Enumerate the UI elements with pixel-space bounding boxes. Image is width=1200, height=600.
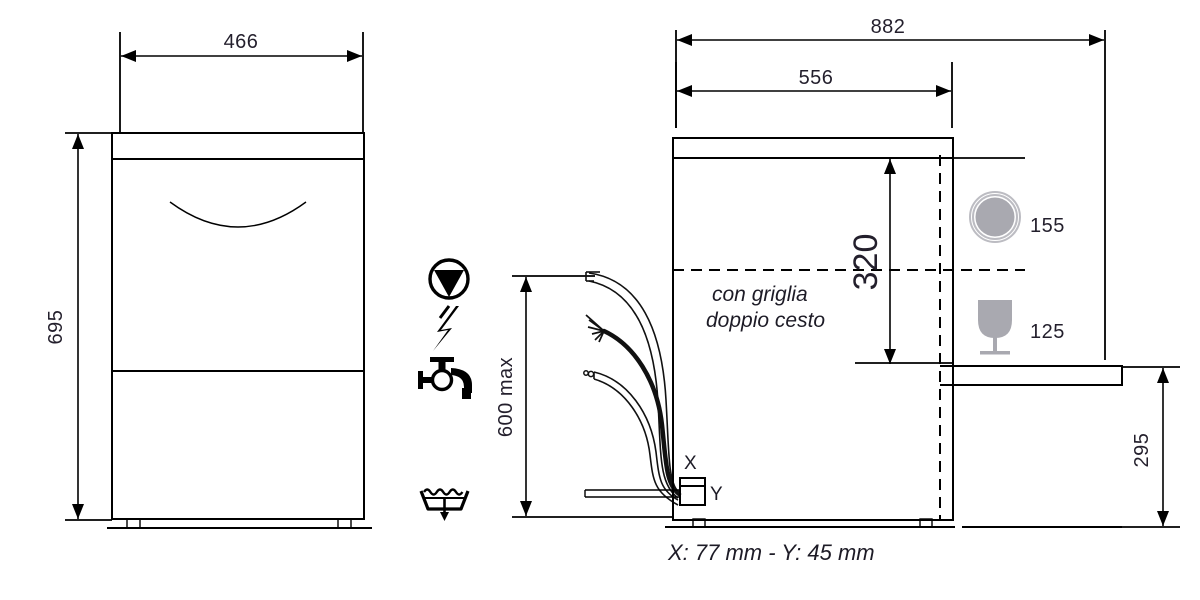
label-glass-125: 125	[1030, 321, 1065, 343]
front-view-group	[65, 32, 372, 529]
connection-box	[584, 477, 706, 506]
floor-drain-icon	[419, 488, 470, 521]
front-feet-and-floor	[107, 518, 372, 529]
dimension-depth-556	[675, 62, 953, 128]
cable-wire-strands	[585, 314, 605, 343]
label-depth-882: 882	[871, 16, 906, 38]
label-x: X	[684, 453, 697, 474]
symbol-column	[418, 258, 472, 521]
water-inlet-hose	[583, 370, 679, 506]
side-view-group	[665, 30, 1180, 528]
dimension-height-695	[65, 132, 112, 521]
side-feet-and-floor	[665, 518, 1122, 528]
caption-xy-values: X: 77 mm - Y: 45 mm	[667, 540, 875, 565]
note-line-1: con griglia	[712, 283, 808, 306]
label-y: Y	[710, 484, 723, 505]
label-depth-556: 556	[799, 67, 834, 89]
wine-glass-icon	[978, 300, 1012, 355]
drain-outlet-icon	[428, 258, 470, 300]
faucet-icon	[418, 357, 472, 399]
counter-shelf	[855, 362, 1123, 386]
front-cabinet-outline	[111, 132, 365, 520]
power-cable	[585, 314, 682, 497]
label-plate-155: 155	[1030, 215, 1065, 237]
note-line-2: doppio cesto	[706, 309, 825, 332]
lightning-bolt-icon	[433, 305, 459, 351]
label-600-max: 600 max	[495, 357, 517, 437]
dimension-base-295	[1122, 366, 1180, 528]
dimension-600-max	[512, 275, 672, 518]
label-chamber-320: 320	[847, 234, 885, 291]
dimension-width-466	[119, 32, 364, 132]
label-width-466: 466	[224, 31, 259, 53]
label-height-695: 695	[45, 310, 67, 345]
capacity-icons-group	[969, 191, 1021, 355]
connections-view-group	[512, 271, 706, 518]
label-base-295: 295	[1131, 433, 1153, 468]
door-handle-arc	[169, 201, 307, 228]
plate-icon	[969, 191, 1021, 243]
